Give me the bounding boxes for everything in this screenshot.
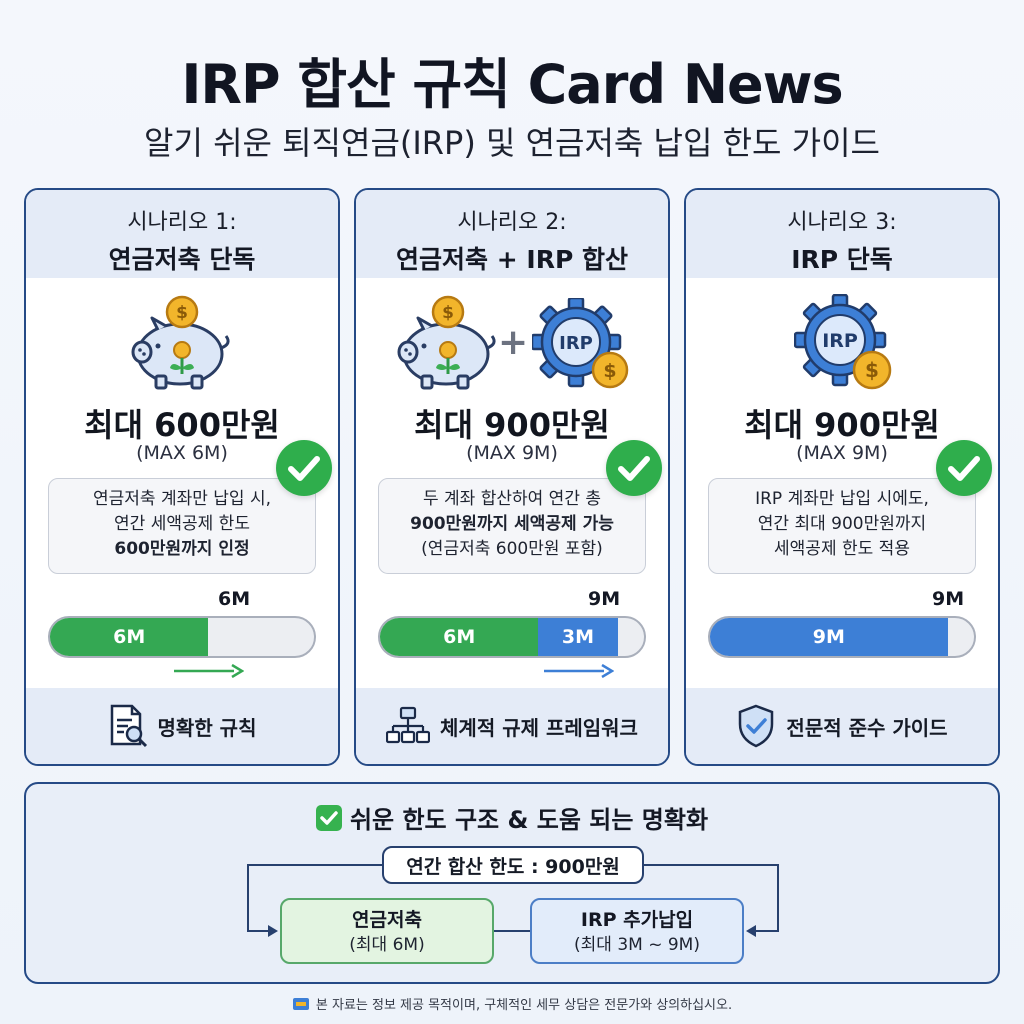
coin-symbol: $ (865, 358, 879, 382)
scenario-label: 시나리오 3: (787, 210, 897, 235)
max-amount: 최대 600만원 (84, 406, 280, 444)
scenario-name: 연금저축 + IRP 합산 (396, 245, 628, 274)
max-amount: 최대 900만원 (744, 406, 940, 444)
bar-segment: 9M (710, 618, 948, 656)
bar-segment: 3M (538, 618, 618, 656)
card-header: 시나리오 2: 연금저축 + IRP 합산 (356, 190, 668, 278)
limit-bar: 6M (48, 616, 316, 658)
max-amount: 최대 900만원 (414, 406, 610, 444)
scenario-label: 시나리오 1: (127, 210, 237, 235)
bar-total-label: 6M (218, 588, 251, 610)
gear-irp-text: IRP (822, 330, 858, 352)
info-logo-icon (292, 997, 309, 1010)
card-footer: 전문적 준수 가이드 (686, 688, 998, 764)
plus-sign: + (498, 322, 529, 363)
page-subtitle: 알기 쉬운 퇴직연금(IRP) 및 연금저축 납입 한도 가이드 (144, 124, 880, 162)
bar-segment: 6M (50, 618, 209, 656)
footer-label: 명확한 규칙 (157, 715, 257, 740)
document-search-icon (110, 704, 147, 748)
coin-symbol: $ (176, 303, 188, 323)
scenario-description: 연금저축 계좌만 납입 시, 연간 세액공제 한도 600만원까지 인정 (48, 478, 316, 574)
scenario-name: 연금저축 단독 (108, 245, 256, 274)
limit-bar: 6M 3M (378, 616, 646, 658)
irp-gear-icon: IRP $ (532, 298, 629, 389)
shield-check-icon (739, 704, 774, 748)
arrow-right-icon (174, 664, 244, 678)
scenario-label: 시나리오 2: (457, 210, 567, 235)
bar-total-label: 9M (932, 588, 965, 610)
bar-segment: 6M (380, 618, 539, 656)
limit-bar: 9M (708, 616, 976, 658)
pension-savings-box: 연금저축 (최대 6M) (280, 898, 494, 964)
arrow-right-icon (544, 664, 614, 678)
piggy-bank-icon: $ (131, 295, 230, 390)
page-title: IRP 합산 규칙 Card News (181, 53, 843, 116)
irp-gear-icon: IRP $ (794, 294, 892, 390)
gear-irp-text: IRP (559, 333, 593, 354)
coin-symbol: $ (603, 360, 616, 382)
disclaimer: 본 자료는 정보 제공 목적이며, 구체적인 세무 상담은 전문가와 상의하십시… (0, 994, 1024, 1013)
card-header: 시나리오 1: 연금저축 단독 (26, 190, 338, 278)
max-amount-en: (MAX 9M) (796, 442, 888, 464)
check-box-icon (315, 804, 342, 831)
piggy-bank-icon: $ (397, 295, 496, 390)
scenario-card-3: 시나리오 3: IRP 단독 전문적 준수 가이드 (684, 188, 1000, 766)
card-footer: 체계적 규제 프레임워크 (356, 688, 668, 764)
irp-additional-box: IRP 추가납입 (최대 3M ~ 9M) (530, 898, 744, 964)
summary-title: 쉬운 한도 구조 & 도움 되는 명확화 (0, 800, 1024, 835)
hierarchy-icon (386, 706, 431, 744)
scenario-description: 두 계좌 합산하여 연간 총 900만원까지 세액공제 가능 (연금저축 600… (378, 478, 646, 574)
annual-total-limit: 연간 합산 한도 : 900만원 (382, 846, 644, 884)
check-icon (276, 440, 332, 496)
check-icon (606, 440, 662, 496)
max-amount-en: (MAX 9M) (466, 442, 558, 464)
max-amount-en: (MAX 6M) (136, 442, 228, 464)
card-footer: 명확한 규칙 (26, 688, 338, 764)
bar-total-label: 9M (588, 588, 621, 610)
scenario-card-2: 시나리오 2: 연금저축 + IRP 합산 체계적 규제 프레임워크 (354, 188, 670, 766)
footer-label: 체계적 규제 프레임워크 (440, 715, 638, 740)
card-header: 시나리오 3: IRP 단독 (686, 190, 998, 278)
footer-label: 전문적 준수 가이드 (786, 715, 948, 740)
scenario-description: IRP 계좌만 납입 시에도, 연간 최대 900만원까지 세액공제 한도 적용 (708, 478, 976, 574)
scenario-name: IRP 단독 (791, 245, 893, 274)
coin-symbol: $ (442, 303, 454, 323)
check-icon (936, 440, 992, 496)
